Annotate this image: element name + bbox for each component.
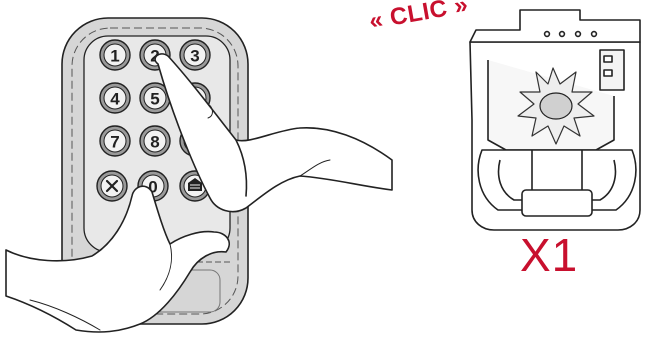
key-1-label: 1 xyxy=(110,47,119,66)
key-8[interactable]: 8 xyxy=(140,126,170,156)
key-5-label: 5 xyxy=(150,90,159,109)
key-4-label: 4 xyxy=(110,90,120,109)
key-7[interactable]: 7 xyxy=(100,126,130,156)
garage-opener-unit xyxy=(470,10,640,230)
key-4[interactable]: 4 xyxy=(100,83,130,113)
key-3-label: 3 xyxy=(190,47,199,66)
key-7-label: 7 xyxy=(110,133,119,152)
key-1[interactable]: 1 xyxy=(100,40,130,70)
press-count-label: X1 xyxy=(520,232,578,278)
key-3[interactable]: 3 xyxy=(180,40,210,70)
key-clear[interactable] xyxy=(97,171,127,201)
key-8-label: 8 xyxy=(150,133,159,152)
